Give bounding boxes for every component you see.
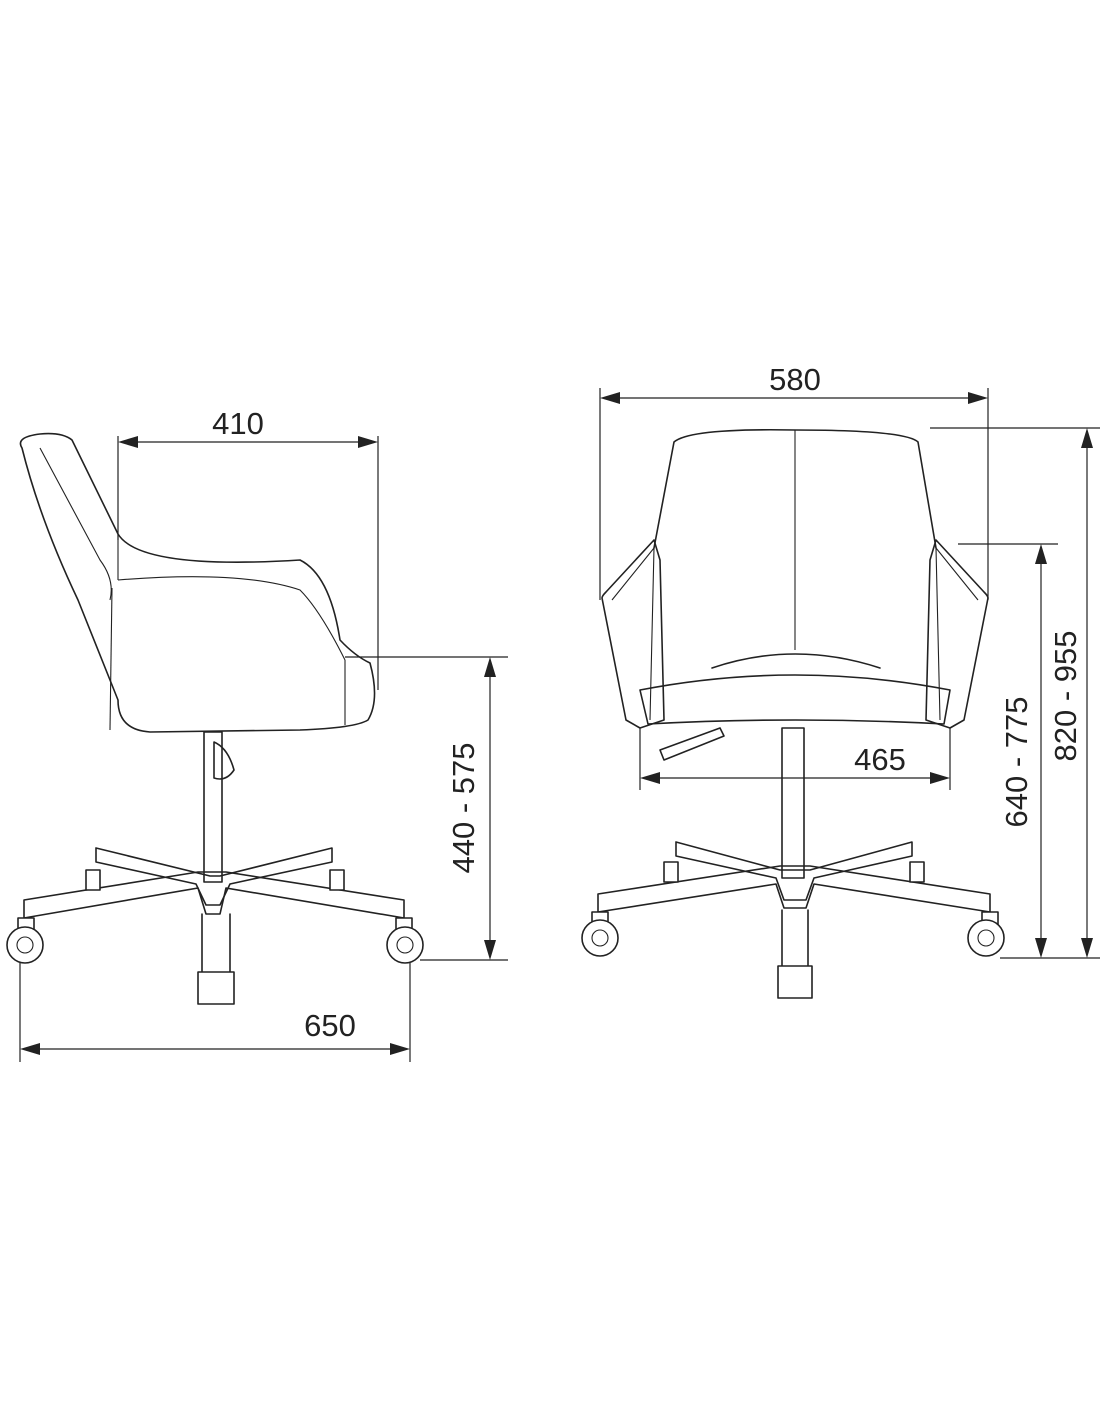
dim-label-440-575: 440 - 575 — [446, 743, 481, 874]
dim-side-seat-height: 440 - 575 — [345, 656, 508, 961]
dim-label-650: 650 — [304, 1008, 356, 1043]
side-view-chair — [6, 432, 424, 1005]
dim-label-580: 580 — [769, 362, 821, 397]
dim-front-seat-width: 465 — [639, 728, 951, 790]
front-view-chair — [581, 428, 1005, 999]
dim-label-410: 410 — [212, 406, 264, 441]
dim-label-465: 465 — [854, 742, 906, 777]
dim-front-total-width: 580 — [599, 362, 989, 600]
dim-front-armrest-height: 640 - 775 — [958, 543, 1100, 959]
dim-label-820-955: 820 - 955 — [1048, 631, 1083, 762]
dim-label-640-775: 640 - 775 — [999, 697, 1034, 828]
dim-side-depth: 410 — [117, 406, 379, 690]
dim-front-total-height: 820 - 955 — [930, 427, 1100, 958]
dim-side-base-width: 650 — [19, 962, 411, 1062]
